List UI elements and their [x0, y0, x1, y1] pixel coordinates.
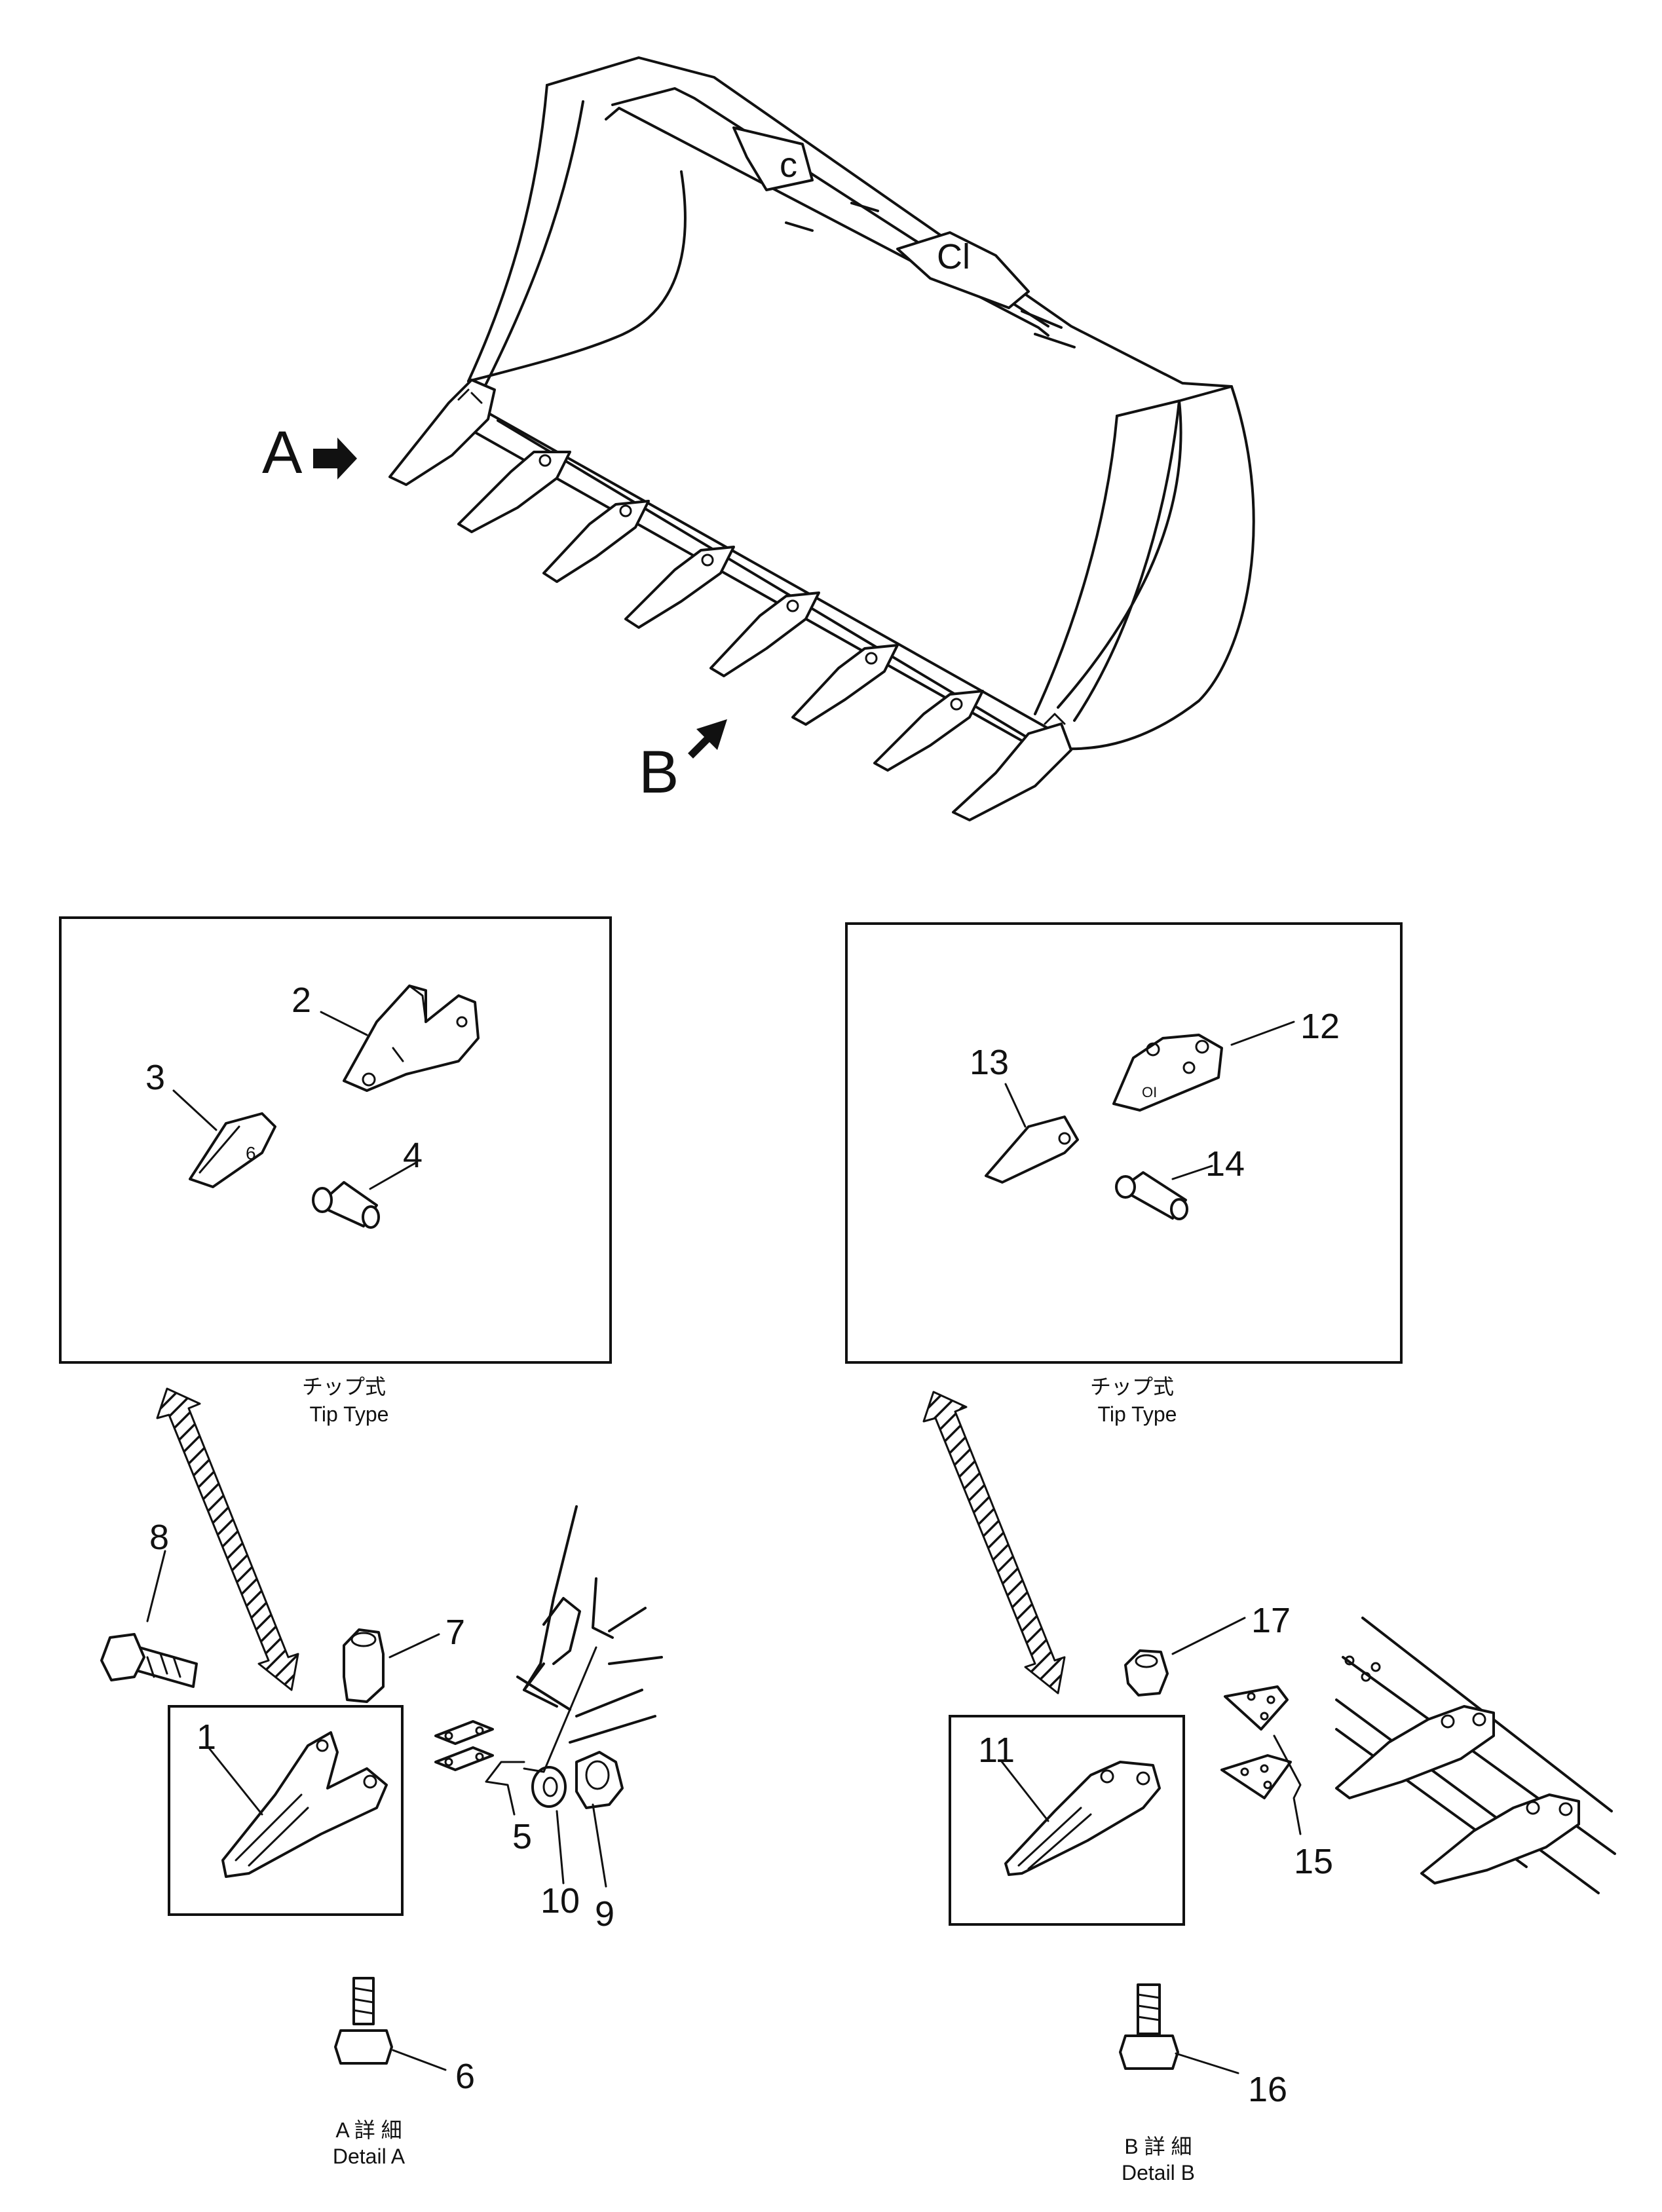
part-1-adapter: [221, 1731, 388, 1878]
view-arrow-a: A: [262, 419, 357, 486]
tip-type-panel-right: OI: [845, 922, 1403, 1364]
part-2-adapter: [343, 984, 480, 1092]
view-arrow-icon: [313, 438, 357, 479]
svg-text:B: B: [639, 739, 679, 806]
bucket-tooth: [388, 379, 496, 486]
callout-15: 15: [1294, 1842, 1333, 1881]
caption-tip-type-left-en: Tip Type: [310, 1402, 389, 1426]
part-15-shim: [1220, 1685, 1292, 1799]
caption-tip-type-right-en: Tip Type: [1098, 1402, 1177, 1426]
hatched-arrow-icon: [156, 1387, 299, 1691]
callout-5: 5: [512, 1817, 532, 1856]
part-13-tip: [985, 1115, 1079, 1184]
svg-text:OI: OI: [1142, 1084, 1157, 1100]
callout-13: 13: [970, 1043, 1009, 1082]
caption-tip-type-right-jp: チップ式: [1090, 1375, 1174, 1398]
bucket-tooth: [952, 713, 1072, 821]
bucket-tooth: [457, 451, 571, 533]
callout-4: 4: [403, 1136, 423, 1175]
callout-1: 1: [197, 1717, 216, 1757]
detail-b: [949, 1617, 1616, 2074]
caption-detail-b-en: Detail B: [1122, 2161, 1195, 2184]
part-3-tip: 6: [189, 1112, 276, 1188]
part-17-nut: [1124, 1649, 1169, 1696]
callout-3: 3: [145, 1058, 165, 1097]
part-9-nut: [575, 1751, 624, 1809]
view-arrow-icon: [688, 719, 727, 759]
bucket-tooth: [791, 644, 899, 726]
svg-text:6: 6: [246, 1143, 256, 1163]
rim-bracket-c1: Cl: [896, 231, 1030, 309]
part-10-washer: [531, 1766, 567, 1808]
bucket-tooth: [873, 690, 984, 772]
part-6-bolt: [334, 1977, 393, 2065]
caption-detail-a-jp: A 詳 細: [335, 2118, 402, 2142]
svg-text:Cl: Cl: [937, 237, 970, 276]
detail-a: [100, 1505, 663, 2071]
callout-17: 17: [1251, 1601, 1291, 1640]
callout-2: 2: [292, 981, 311, 1020]
caption-detail-b-jp: B 詳 細: [1124, 2135, 1192, 2158]
svg-text:c: c: [780, 145, 797, 185]
tip-type-panel-left: 6: [59, 916, 612, 1364]
callout-12: 12: [1300, 1007, 1340, 1046]
part-7-nut: [343, 1628, 385, 1703]
bucket-tooth: [542, 500, 650, 583]
part-4-pin: [312, 1181, 380, 1229]
edge-adapter: [1420, 1793, 1580, 1884]
part-11-adapter: [1004, 1761, 1161, 1876]
callout-10: 10: [540, 1881, 580, 1921]
bucket-assembly: c Cl: [388, 56, 1255, 821]
part-16-bolt: [1119, 1983, 1179, 2070]
part-12-adapter: OI: [1112, 1034, 1223, 1112]
callout-6: 6: [455, 2057, 475, 2096]
bucket-tooth: [624, 546, 735, 629]
view-arrow-b: B: [639, 719, 727, 806]
callout-16: 16: [1248, 2070, 1287, 2109]
part-14-pin: [1115, 1171, 1188, 1220]
svg-text:A: A: [262, 419, 303, 486]
part-5-shim: [434, 1720, 494, 1771]
callout-14: 14: [1205, 1144, 1245, 1184]
caption-detail-a-en: Detail A: [333, 2145, 406, 2168]
hatched-arrow-icon: [922, 1391, 1066, 1695]
callout-9: 9: [595, 1894, 614, 1934]
edge-adapter: [1335, 1705, 1495, 1799]
callout-8: 8: [149, 1518, 169, 1557]
rim-bracket-c: c: [732, 126, 814, 191]
callout-7: 7: [445, 1613, 465, 1652]
caption-tip-type-left-jp: チップ式: [302, 1375, 386, 1398]
bucket-tooth: [709, 591, 820, 677]
callout-11: 11: [978, 1731, 1015, 1770]
part-8-bolt: [100, 1633, 198, 1688]
